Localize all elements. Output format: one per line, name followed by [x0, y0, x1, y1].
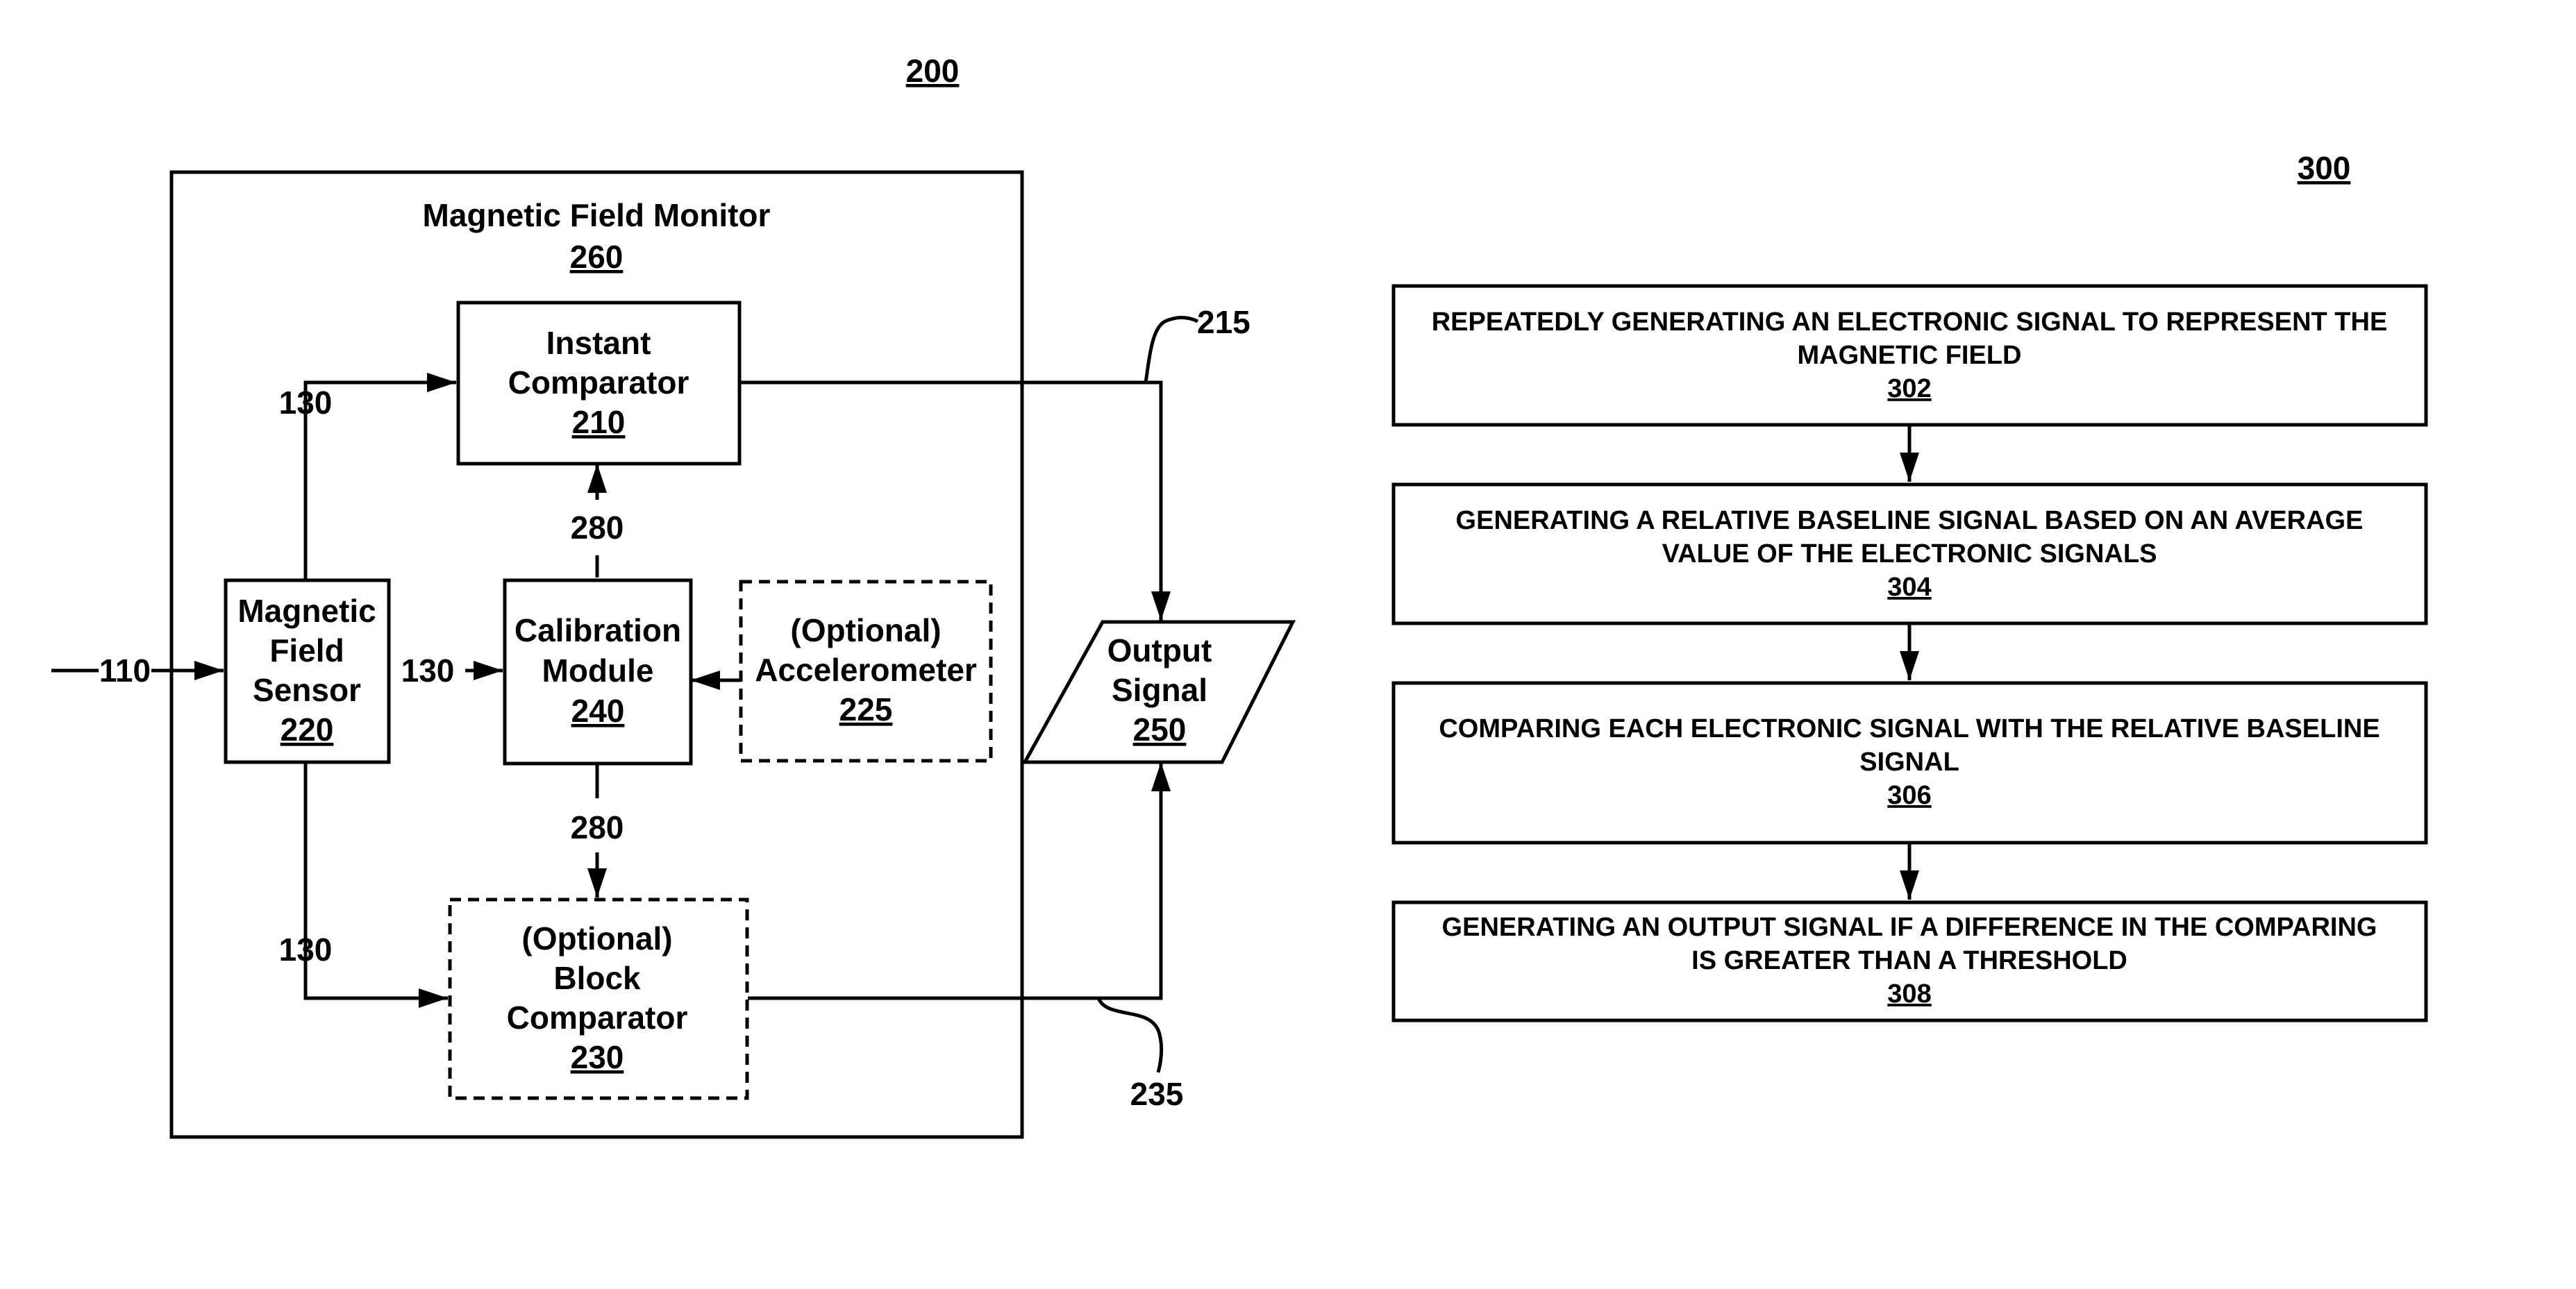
output-signal-block: Output Signal 250 — [1025, 622, 1293, 762]
flow-step-302: REPEATEDLY GENERATING AN ELECTRONIC SIGN… — [1394, 286, 2426, 425]
flow-step-ref: 304 — [1887, 573, 1931, 602]
sensor-block: Magnetic Field Sensor 220 — [226, 580, 389, 762]
flow-step-308: GENERATING AN OUTPUT SIGNAL IF A DIFFERE… — [1394, 902, 2426, 1020]
leader-215 — [1146, 317, 1198, 382]
monitor-title: Magnetic Field Monitor — [423, 197, 771, 233]
block-comparator-line1: (Optional) — [521, 920, 672, 957]
instant-comparator-ref: 210 — [572, 404, 626, 440]
sensor-line2: Field — [269, 632, 344, 668]
flow-step-ref: 306 — [1887, 781, 1931, 810]
accelerometer-line2: Accelerometer — [755, 652, 977, 688]
figure-300-number: 300 — [2298, 150, 2351, 186]
label-235: 235 — [1130, 1076, 1184, 1112]
output-signal-line1: Output — [1107, 632, 1212, 668]
sensor-ref: 220 — [281, 711, 334, 748]
instant-comparator-line2: Comparator — [508, 364, 689, 401]
block-comparator-line3: Comparator — [507, 1000, 688, 1036]
accelerometer-block: (Optional) Accelerometer 225 — [741, 582, 991, 761]
calibration-block: Calibration Module 240 — [505, 580, 691, 764]
label-215: 215 — [1197, 304, 1251, 340]
flow-step-line2: SIGNAL — [1859, 748, 1959, 777]
label-130-bottom: 130 — [279, 932, 333, 968]
flow-step-ref: 302 — [1887, 374, 1931, 403]
flow-step-304: GENERATING A RELATIVE BASELINE SIGNAL BA… — [1394, 485, 2426, 623]
flow-step-line1: GENERATING A RELATIVE BASELINE SIGNAL BA… — [1456, 506, 2364, 535]
sensor-line1: Magnetic — [237, 593, 376, 629]
accelerometer-line1: (Optional) — [790, 612, 941, 648]
flow-step-line2: VALUE OF THE ELECTRONIC SIGNALS — [1662, 539, 2157, 568]
output-signal-line2: Signal — [1112, 672, 1207, 708]
label-130-mid: 130 — [401, 652, 455, 689]
label-280-down: 280 — [571, 809, 624, 845]
sensor-line3: Sensor — [253, 672, 361, 708]
calibration-line1: Calibration — [515, 612, 681, 648]
flow-step-306: COMPARING EACH ELECTRONIC SIGNAL WITH TH… — [1394, 683, 2426, 843]
figure-200-number: 200 — [906, 53, 960, 89]
instant-comparator-block: Instant Comparator 210 — [458, 303, 739, 464]
instant-comparator-line1: Instant — [546, 325, 651, 361]
calibration-ref: 240 — [571, 693, 625, 729]
flow-step-ref: 308 — [1887, 979, 1931, 1009]
block-comparator-block: (Optional) Block Comparator 230 — [450, 900, 747, 1098]
flow-step-line1: COMPARING EACH ELECTRONIC SIGNAL WITH TH… — [1439, 714, 2380, 743]
output-signal-ref: 250 — [1133, 711, 1187, 748]
block-comparator-ref: 230 — [571, 1039, 624, 1075]
flow-step-line2: MAGNETIC FIELD — [1798, 341, 2022, 370]
label-110: 110 — [99, 652, 151, 689]
accelerometer-ref: 225 — [839, 691, 893, 727]
flow-step-line1: GENERATING AN OUTPUT SIGNAL IF A DIFFERE… — [1442, 913, 2377, 942]
figure-200: 200 Magnetic Field Monitor 260 — [51, 53, 1293, 1137]
block-comparator-line2: Block — [553, 960, 641, 996]
label-130-top: 130 — [279, 385, 333, 421]
leader-235 — [1098, 998, 1162, 1072]
figure-300: 300 REPEATEDLY GENERATING AN ELECTRONIC … — [1394, 150, 2426, 1020]
flow-step-line1: REPEATEDLY GENERATING AN ELECTRONIC SIGN… — [1432, 307, 2388, 337]
label-280-up: 280 — [571, 509, 624, 546]
flow-step-line2: IS GREATER THAN A THRESHOLD — [1691, 946, 2127, 975]
monitor-ref: 260 — [570, 239, 624, 275]
calibration-line2: Module — [542, 652, 654, 689]
